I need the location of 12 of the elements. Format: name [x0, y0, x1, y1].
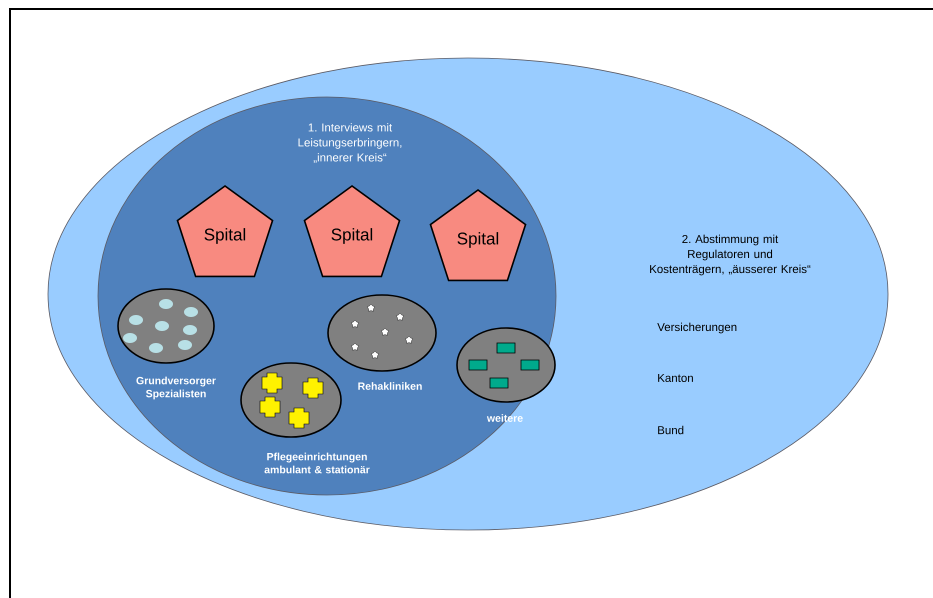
list-item: Versicherungen — [657, 322, 736, 334]
heading: 1. Interviews mit Leistungserbringern, „innerer Kreis“ — [298, 123, 402, 163]
heading: 2. Abstimmung mit Regulatoren und Kostenträgern, „äusserer Kreis“ — [650, 234, 810, 276]
node-label: Pflegeeinrichtungen ambulant & stationär — [264, 452, 370, 474]
pentagon: Spital — [176, 185, 274, 278]
node-label: weitere — [486, 414, 523, 422]
list-item: Kanton — [658, 374, 693, 382]
pentagon: Spital — [304, 185, 400, 278]
list-item: Bund — [658, 426, 684, 434]
node-label: Grundversorger Spezialisten — [136, 376, 216, 400]
node-label: Rehakliniken — [358, 382, 422, 390]
pentagon: Spital — [430, 189, 526, 282]
